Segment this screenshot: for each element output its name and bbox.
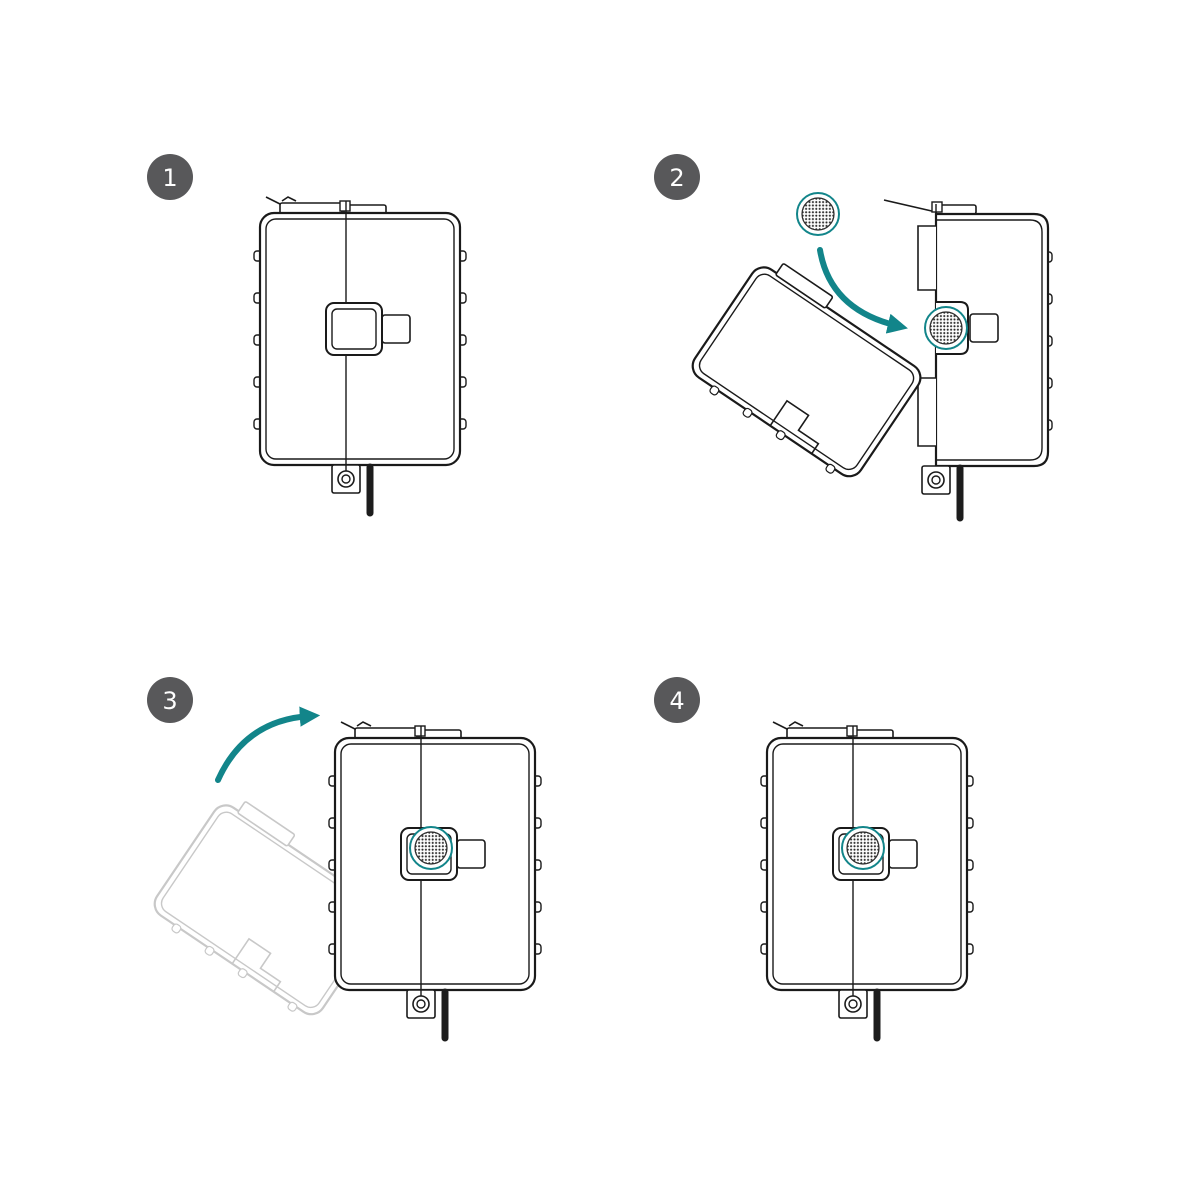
step-1: 1: [147, 154, 466, 513]
mesh-filter-icon: [409, 826, 453, 870]
mesh-filter-icon: [796, 192, 840, 236]
device-closed: [761, 722, 973, 1038]
step-badge-2: 2: [654, 154, 700, 200]
device-base-open: [883, 199, 1053, 522]
mesh-filter-icon: [841, 826, 885, 870]
step-badge-3: 3: [147, 677, 193, 723]
curved-arrow-icon: [215, 706, 321, 783]
curved-arrow-icon: [817, 247, 908, 334]
step-number-3: 3: [162, 687, 177, 715]
step-number-4: 4: [669, 687, 684, 715]
step-2: 2: [654, 154, 1053, 522]
step-3: 3: [144, 677, 541, 1038]
step-number-2: 2: [669, 164, 684, 192]
device-closed: [254, 197, 466, 513]
step-badge-4: 4: [654, 677, 700, 723]
mesh-filter-icon: [924, 306, 968, 350]
device-closed: [329, 722, 541, 1038]
step-4: 4: [654, 677, 973, 1038]
device-lid-open: [682, 250, 934, 488]
step-number-1: 1: [162, 164, 177, 192]
step-badge-1: 1: [147, 154, 193, 200]
